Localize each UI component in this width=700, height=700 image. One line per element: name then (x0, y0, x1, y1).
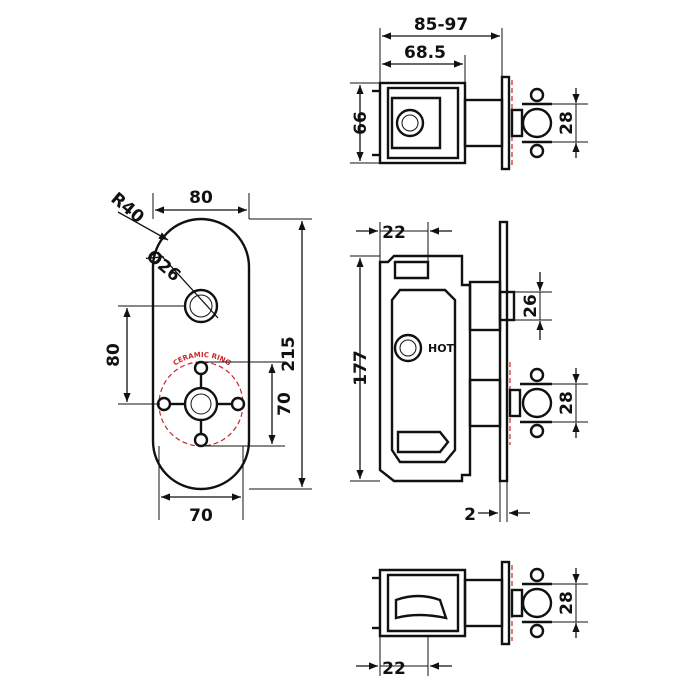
front-width-label: 80 (189, 188, 213, 208)
top-body-detail (390, 96, 442, 150)
top-height-label: 66 (351, 111, 371, 135)
plate-thickness-label: 2 (464, 505, 476, 525)
top-inlet (395, 108, 425, 138)
diverter-knob-inner (189, 294, 213, 318)
top-body-inner (386, 86, 460, 160)
top-handle-label: 28 (557, 111, 577, 135)
body-depth-label: 68.5 (404, 43, 446, 63)
bottom-handle (510, 567, 553, 639)
center-spacing-label: 80 (104, 343, 124, 367)
top-faceplate (500, 75, 511, 171)
svg-text:CERAMIC RING: CERAMIC RING (172, 351, 233, 368)
side-spindle-housing (468, 378, 502, 428)
side-top-label: 22 (382, 223, 406, 243)
front-view: CERAMIC RING 80 R40 Ø26 215 (104, 188, 312, 526)
ring-height-label: 70 (275, 392, 295, 416)
bottom-spindle-housing (463, 578, 504, 628)
side-handle-label: 28 (557, 391, 577, 415)
bottom-width-label: 70 (189, 506, 213, 526)
side-hot-inlet (393, 333, 423, 363)
side-body-inner (390, 288, 457, 464)
faceplate-outline (151, 217, 251, 491)
radius-label: R40 (107, 189, 148, 228)
ceramic-ring-text: CERAMIC RING (172, 351, 233, 368)
front-height-label: 215 (279, 336, 299, 372)
side-height-label: 177 (351, 350, 371, 386)
top-spindle-housing (463, 98, 504, 148)
top-handle (510, 87, 553, 159)
diameter-label: Ø26 (142, 246, 184, 286)
radius-leader (117, 211, 169, 241)
bottom-channel (394, 594, 448, 620)
top-view: 85-97 68.5 66 28 (350, 15, 588, 171)
bottom-body-inner (386, 573, 460, 633)
bottom-faceplate (500, 560, 511, 646)
side-lower-detail (396, 430, 450, 454)
side-top-block (393, 260, 430, 280)
side-body (378, 254, 472, 483)
side-outlet-label: 26 (521, 294, 541, 318)
bottom-view: 28 22 (356, 560, 588, 679)
bottom-body (378, 568, 467, 638)
side-handle (508, 367, 553, 439)
side-view: HOT 22 177 26 (350, 220, 588, 525)
side-outlet-housing (468, 280, 502, 332)
bottom-width-label-side: 22 (382, 659, 406, 679)
overall-depth-label: 85-97 (414, 15, 468, 35)
side-faceplate (498, 220, 509, 483)
hot-text: HOT (428, 342, 455, 355)
bottom-handle-label: 28 (557, 591, 577, 615)
diameter-leader (157, 251, 219, 319)
